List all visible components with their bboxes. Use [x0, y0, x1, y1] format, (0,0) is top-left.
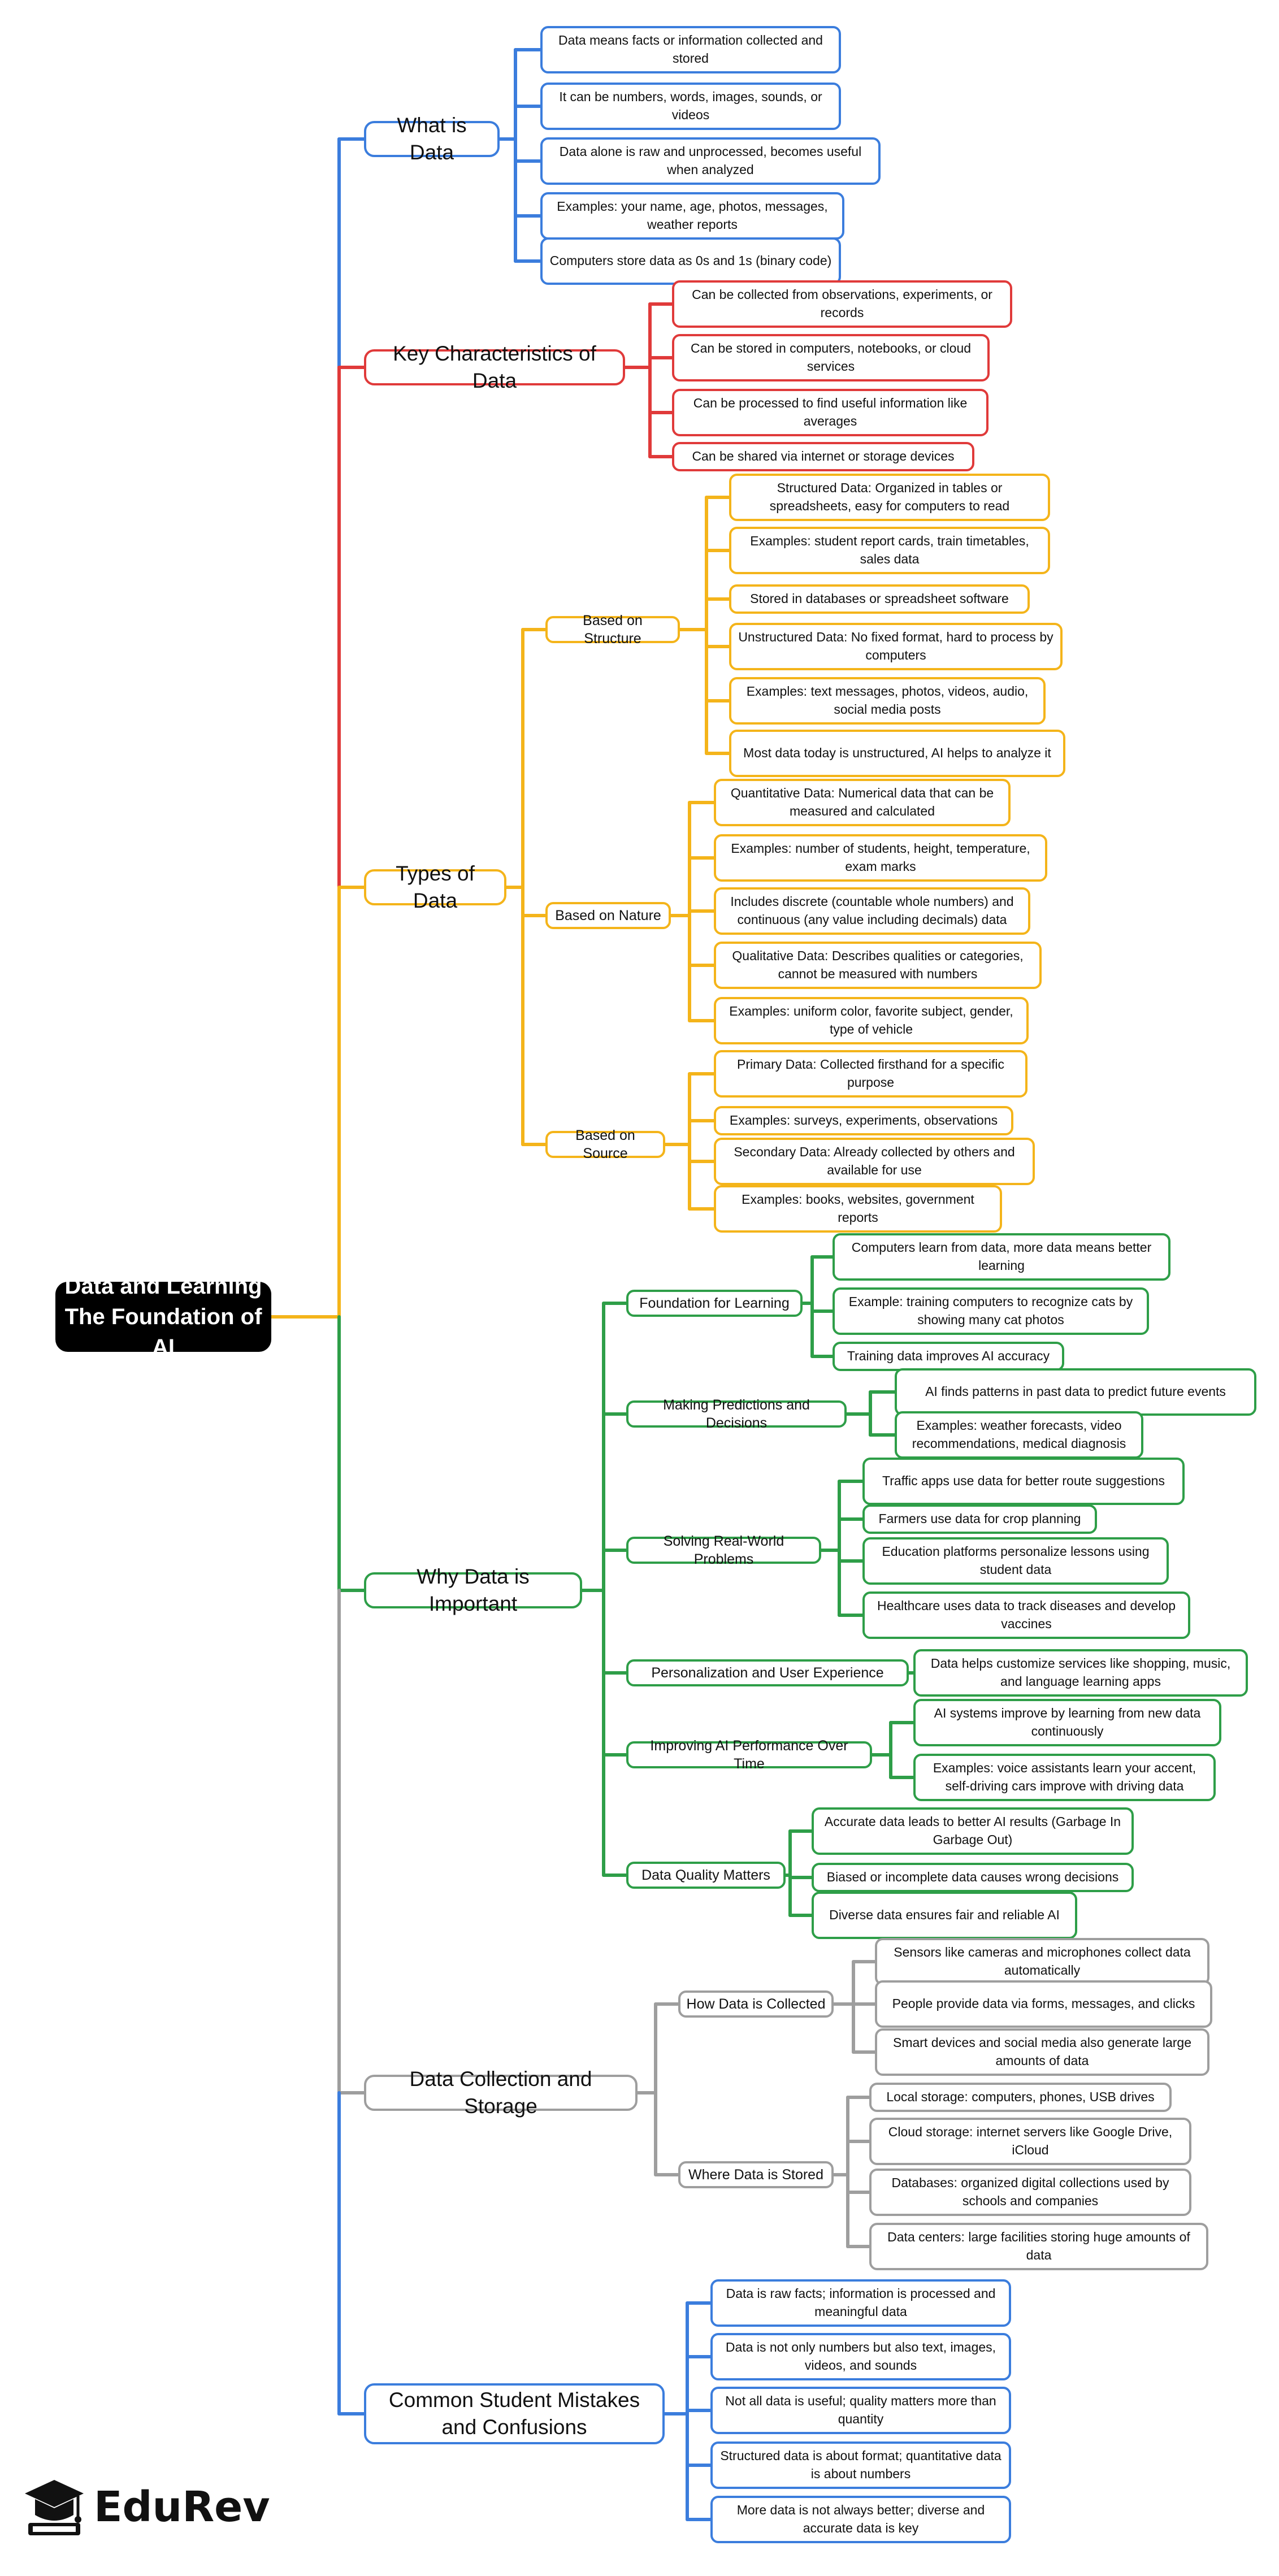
branch-node: Types of Data	[364, 862, 506, 912]
branch-node: Key Characteristics of Data	[364, 342, 625, 392]
leaf-node: Biased or incomplete data causes wrong d…	[812, 1863, 1134, 1892]
leaf-node: Quantitative Data: Numerical data that c…	[714, 779, 1011, 826]
branch-node: Why Data is Important	[364, 1565, 582, 1615]
leaf-node: Not all data is useful; quality matters …	[710, 2387, 1011, 2434]
leaf-node: Examples: number of students, height, te…	[714, 834, 1047, 882]
leaf-node: Example: training computers to recognize…	[833, 1287, 1149, 1335]
leaf-node: Secondary Data: Already collected by oth…	[714, 1138, 1035, 1185]
leaf-node: Examples: uniform color, favorite subjec…	[714, 997, 1029, 1044]
leaf-node: Can be shared via internet or storage de…	[672, 442, 974, 471]
leaf-node: Stored in databases or spreadsheet softw…	[729, 584, 1030, 614]
leaf-node: Computers learn from data, more data mea…	[833, 1233, 1170, 1281]
sub-branch-node: Based on Source	[545, 1127, 665, 1161]
leaf-node: Examples: voice assistants learn your ac…	[913, 1754, 1216, 1801]
leaf-node: Traffic apps use data for better route s…	[862, 1458, 1185, 1505]
leaf-node: Farmers use data for crop planning	[862, 1504, 1097, 1534]
leaf-node: Examples: weather forecasts, video recom…	[895, 1411, 1143, 1459]
leaf-node: Primary Data: Collected firsthand for a …	[714, 1050, 1027, 1098]
root-node: Data and Learning The Foundation of AI	[55, 1274, 271, 1360]
sub-branch-node: Improving AI Performance Over Time	[626, 1738, 872, 1772]
leaf-node: Diverse data ensures fair and reliable A…	[812, 1892, 1077, 1939]
leaf-node: Includes discrete (countable whole numbe…	[714, 887, 1030, 935]
sub-branch-node: Where Data is Stored	[678, 2161, 834, 2188]
sub-branch-node: Solving Real-World Problems	[626, 1533, 821, 1567]
leaf-node: Examples: surveys, experiments, observat…	[714, 1106, 1013, 1135]
leaf-node: Data centers: large facilities storing h…	[869, 2223, 1208, 2270]
leaf-node: Local storage: computers, phones, USB dr…	[869, 2083, 1172, 2112]
leaf-node: Examples: student report cards, train ti…	[729, 527, 1050, 574]
leaf-node: AI systems improve by learning from new …	[913, 1699, 1221, 1746]
leaf-node: Structured data is about format; quantit…	[710, 2441, 1011, 2489]
leaf-node: People provide data via forms, messages,…	[875, 1980, 1212, 2028]
leaf-node: Databases: organized digital collections…	[869, 2169, 1191, 2216]
sub-branch-node: Based on Nature	[545, 902, 671, 929]
sub-branch-node: Data Quality Matters	[626, 1862, 786, 1889]
leaf-node: Data alone is raw and unprocessed, becom…	[540, 137, 881, 185]
leaf-node: Sensors like cameras and microphones col…	[875, 1938, 1209, 1985]
leaf-node: Structured Data: Organized in tables or …	[729, 474, 1050, 521]
sub-branch-node: How Data is Collected	[678, 1990, 834, 2018]
leaf-node: Education platforms personalize lessons …	[862, 1537, 1169, 1585]
leaf-node: Accurate data leads to better AI results…	[812, 1807, 1134, 1855]
leaf-node: Cloud storage: internet servers like Goo…	[869, 2118, 1191, 2165]
sub-branch-node: Personalization and User Experience	[626, 1659, 909, 1686]
leaf-node: Unstructured Data: No fixed format, hard…	[729, 623, 1063, 670]
leaf-node: Data is not only numbers but also text, …	[710, 2333, 1011, 2380]
leaf-node: Examples: books, websites, government re…	[714, 1185, 1002, 1233]
leaf-node: It can be numbers, words, images, sounds…	[540, 83, 841, 130]
edurev-logo: EduRev	[23, 2475, 270, 2539]
branch-node: Common Student Mistakes and Confusions	[364, 2383, 665, 2444]
sub-branch-node: Based on Structure	[545, 613, 680, 647]
leaf-node: Healthcare uses data to track diseases a…	[862, 1591, 1190, 1639]
leaf-node: Examples: text messages, photos, videos,…	[729, 677, 1046, 725]
leaf-node: Most data today is unstructured, AI help…	[729, 730, 1065, 777]
branch-node: What is Data	[364, 114, 500, 164]
leaf-node: Data helps customize services like shopp…	[913, 1649, 1248, 1697]
leaf-node: More data is not always better; diverse …	[710, 2496, 1011, 2543]
leaf-node: Data means facts or information collecte…	[540, 26, 841, 73]
leaf-node: Training data improves AI accuracy	[833, 1342, 1064, 1371]
sub-branch-node: Making Predictions and Decisions	[626, 1397, 847, 1431]
leaf-node: Data is raw facts; information is proces…	[710, 2279, 1011, 2327]
leaf-node: Qualitative Data: Describes qualities or…	[714, 942, 1042, 989]
logo-text: EduRev	[94, 2483, 270, 2531]
leaf-node: Can be processed to find useful informat…	[672, 389, 988, 436]
leaf-node: Examples: your name, age, photos, messag…	[540, 192, 844, 240]
leaf-node: Can be stored in computers, notebooks, o…	[672, 334, 990, 381]
leaf-node: Smart devices and social media also gene…	[875, 2028, 1209, 2076]
sub-branch-node: Foundation for Learning	[626, 1290, 803, 1317]
graduation-cap-icon	[25, 2480, 84, 2535]
leaf-node: AI finds patterns in past data to predic…	[895, 1368, 1256, 1416]
leaf-node: Computers store data as 0s and 1s (binar…	[540, 237, 841, 285]
branch-node: Data Collection and Storage	[364, 2067, 638, 2118]
leaf-node: Can be collected from observations, expe…	[672, 280, 1012, 328]
